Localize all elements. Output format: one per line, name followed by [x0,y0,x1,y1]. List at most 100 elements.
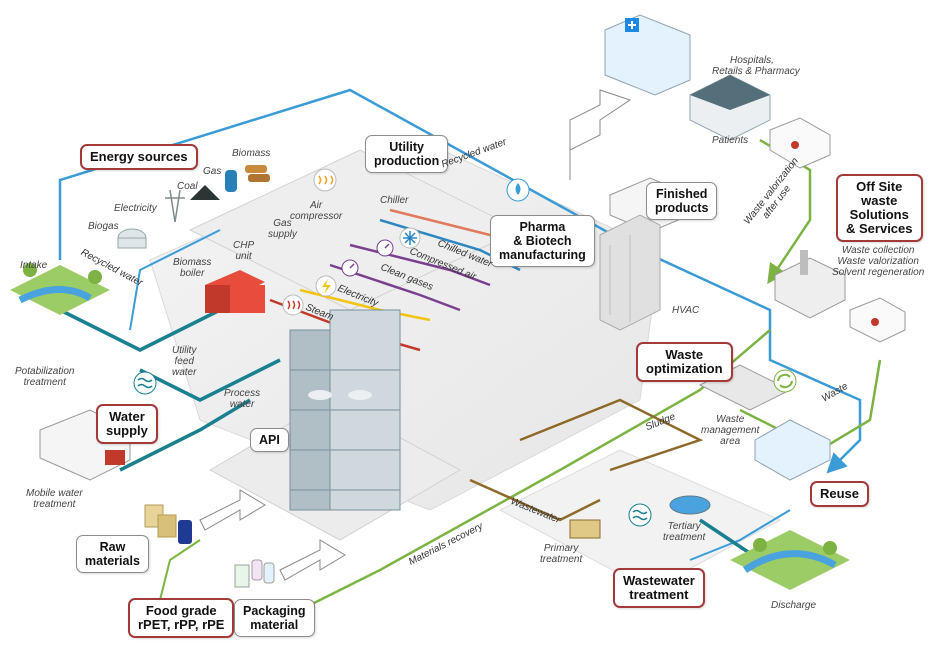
process-water-line2: water [229,399,255,410]
lightning-icon [315,275,337,297]
recycle-icon [773,369,797,393]
energy-sources-label: Energy sources [90,149,188,164]
pharma-warehouse [599,214,661,331]
waste-mgmt-line2: management [701,425,760,436]
gauge-icon-2 [341,259,359,277]
raw-materials-items [144,504,192,544]
reuse-unit [754,419,831,481]
water-supply-line1: Water [109,409,145,424]
retail-building [689,74,771,141]
snowflake-icon [399,227,421,249]
hospitals-label: Hospitals,Retails & Pharmacy [712,55,800,77]
raw-materials-arrow [199,489,266,531]
sludge-line [519,398,704,472]
biogas-label: Biogas [88,221,119,232]
energy-sources-box: Energy sources [80,144,198,170]
api-label: API [259,433,280,447]
patients-label: Patients [712,135,749,146]
intake-label: Intake [20,260,48,271]
pharma-line1: Pharma [519,220,566,234]
gas-supply-line2: supply [268,229,297,240]
waste-mgmt-line1: Waste [716,414,745,425]
mobile-water-pipe [119,398,251,472]
process-water-pipe [139,358,281,402]
water-wave-icon-2 [628,503,652,527]
services-line2: Waste valorization [837,256,919,267]
veolia-truck-top [769,117,831,169]
potab-line1: Potabilization [15,366,75,377]
utility-production-line2: production [374,154,440,168]
packaging-arrow [279,539,346,581]
services-line3: Solvent regeneration [832,267,925,278]
biomass-logs [245,165,270,182]
reuse-label: Reuse [820,486,860,501]
recycled-water-left-line [129,229,221,331]
raw-line2: materials [85,554,140,568]
food-grade-line [159,539,201,601]
tertiary-line2: treatment [663,532,706,543]
biomass-boiler-line2: boiler [179,268,205,279]
tertiary-line1: Tertiary [667,521,701,532]
clean-gases-line [329,263,461,312]
wastewater-line2: treatment [629,587,689,602]
pack-line1: Packaging [243,604,306,618]
finished-line1: Finished [656,187,708,201]
potab-line2: treatment [23,377,66,388]
primary-line1: Primary [543,543,579,554]
tertiary-tank [669,495,711,515]
discharge-line [689,509,791,561]
mobile-line1: Mobile water [26,488,83,499]
api-box: API [250,428,289,452]
raw-line1: Raw [99,540,126,554]
chiller-label: Chiller [380,195,409,206]
waste-mgmt-line3: area [720,436,741,447]
gas-label: Gas [203,166,222,177]
heat-icon [313,168,337,192]
wastewater-line1: Wastewater [623,573,695,588]
mobile-line2: treatment [33,499,76,510]
process-water-line1: Process [224,388,261,399]
electricity-pylon [165,189,185,223]
utility-feed-line1: Utility [172,345,197,356]
primary-line2: treatment [540,554,583,565]
discharge-label: Discharge [771,600,817,611]
offsite-plant [774,250,846,319]
utility-production-line1: Utility [389,140,424,154]
gauge-icon [376,239,394,257]
packaging-items [234,559,275,588]
reuse-box: Reuse [810,481,870,507]
utility-feed-line2: feed [174,356,194,367]
pharma-line2: & Biotech [513,234,572,248]
offsite-line2: waste [861,193,898,208]
veolia-truck-right [849,297,906,343]
primary-unit [569,519,601,539]
pharma-line3: manufacturing [499,248,586,262]
api-tower [288,309,402,511]
wastewater-line [469,478,601,522]
utility-feed-line3: water [172,367,197,378]
water-wave-icon [133,371,157,395]
finished-products-arrow [569,89,632,180]
water-supply-line2: supply [106,423,148,438]
